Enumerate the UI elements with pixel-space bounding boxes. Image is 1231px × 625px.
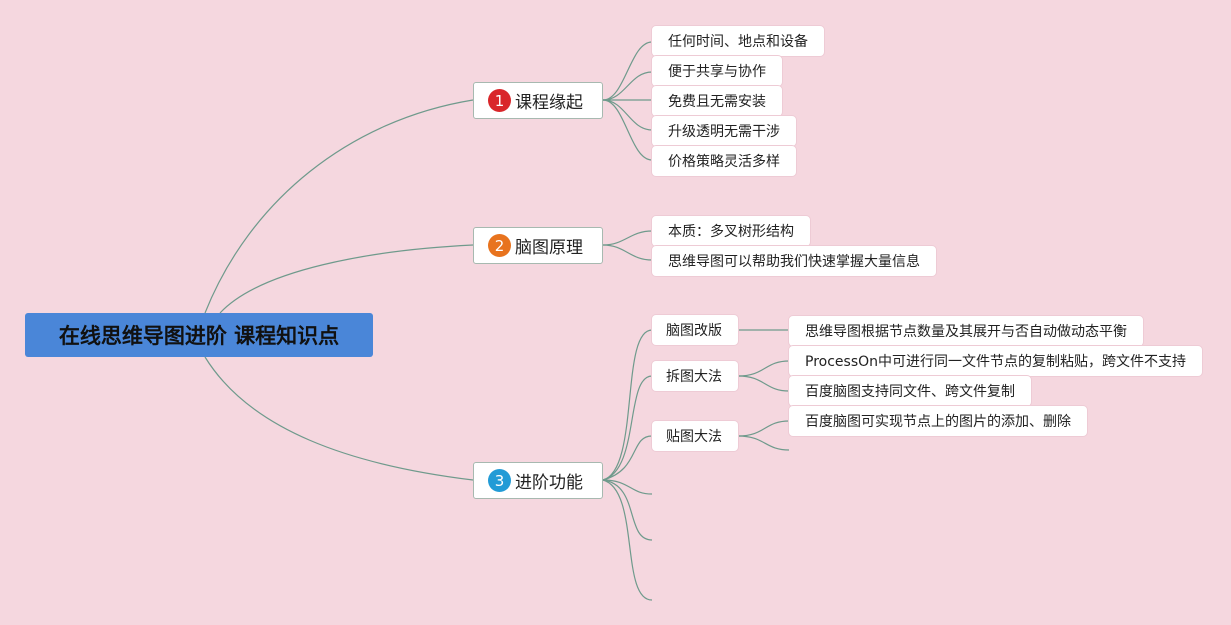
subtopic-paste-image[interactable]: 贴图大法 bbox=[652, 421, 738, 451]
branch-course-origin[interactable]: 1 课程缘起 bbox=[473, 82, 603, 119]
connector-root-b2 bbox=[219, 244, 474, 314]
connector-b3-e1 bbox=[602, 479, 653, 495]
detail-label: 思维导图根据节点数量及其展开与否自动做动态平衡 bbox=[805, 324, 1127, 340]
connector-b3-s2 bbox=[602, 375, 653, 481]
number-1-icon: 1 bbox=[488, 89, 511, 112]
detail-item[interactable]: 百度脑图支持同文件、跨文件复制 bbox=[789, 376, 1031, 406]
subtopic-mindmap-revision[interactable]: 脑图改版 bbox=[652, 315, 738, 345]
connector-b1-l5 bbox=[602, 99, 653, 161]
root-topic-label: 在线思维导图进阶 课程知识点 bbox=[58, 324, 340, 348]
leaf-label: 本质：多叉树形结构 bbox=[668, 224, 794, 240]
leaf-label: 便于共享与协作 bbox=[668, 64, 766, 80]
leaf-label: 思维导图可以帮助我们快速掌握大量信息 bbox=[668, 254, 920, 270]
number-2-icon: 2 bbox=[488, 234, 511, 257]
branch-mindmap-principle[interactable]: 2 脑图原理 bbox=[473, 227, 603, 264]
detail-label: 百度脑图支持同文件、跨文件复制 bbox=[805, 384, 1015, 400]
leaf-item[interactable]: 升级透明无需干涉 bbox=[652, 116, 796, 146]
subtopic-split-map[interactable]: 拆图大法 bbox=[652, 361, 738, 391]
root-topic[interactable]: 在线思维导图进阶 课程知识点 bbox=[25, 313, 373, 357]
connector-s2-d2 bbox=[737, 375, 790, 392]
connector-b3-e3 bbox=[602, 479, 653, 601]
connector-s3-d1 bbox=[737, 420, 790, 437]
detail-item[interactable]: 思维导图根据节点数量及其展开与否自动做动态平衡 bbox=[789, 316, 1143, 346]
connector-b2-l1 bbox=[602, 230, 653, 246]
detail-item[interactable]: ProcessOn中可进行同一文件节点的复制粘贴，跨文件不支持 bbox=[789, 346, 1202, 376]
leaf-label: 价格策略灵活多样 bbox=[668, 154, 780, 170]
subtopic-label: 拆图大法 bbox=[666, 369, 722, 385]
leaf-item[interactable]: 价格策略灵活多样 bbox=[652, 146, 796, 176]
subtopic-label: 贴图大法 bbox=[666, 429, 722, 445]
branch-label: 脑图原理 bbox=[515, 238, 583, 258]
leaf-item[interactable]: 便于共享与协作 bbox=[652, 56, 782, 86]
connector-s3-e1 bbox=[737, 435, 790, 451]
leaf-item[interactable]: 思维导图可以帮助我们快速掌握大量信息 bbox=[652, 246, 936, 276]
leaf-item[interactable]: 任何时间、地点和设备 bbox=[652, 26, 824, 56]
detail-label: 百度脑图可实现节点上的图片的添加、删除 bbox=[805, 414, 1071, 430]
leaf-item[interactable]: 本质：多叉树形结构 bbox=[652, 216, 810, 246]
connector-b1-l2 bbox=[602, 71, 653, 101]
leaf-label: 免费且无需安装 bbox=[668, 94, 766, 110]
branch-label: 课程缘起 bbox=[515, 93, 583, 113]
connector-s2-d1 bbox=[737, 360, 790, 377]
branch-label: 进阶功能 bbox=[515, 473, 583, 493]
number-3-icon: 3 bbox=[488, 469, 511, 492]
connector-root-b3 bbox=[204, 356, 474, 481]
connector-b3-s3 bbox=[602, 435, 653, 481]
connector-b1-l4 bbox=[602, 99, 653, 131]
connector-b3-s1 bbox=[602, 329, 653, 481]
connector-b3-e2 bbox=[602, 479, 653, 541]
connector-root-b1 bbox=[204, 99, 474, 314]
leaf-label: 任何时间、地点和设备 bbox=[668, 34, 808, 50]
connector-b2-l2 bbox=[602, 244, 653, 261]
detail-item[interactable]: 百度脑图可实现节点上的图片的添加、删除 bbox=[789, 406, 1087, 436]
leaf-item[interactable]: 免费且无需安装 bbox=[652, 86, 782, 116]
branch-advanced-features[interactable]: 3 进阶功能 bbox=[473, 462, 603, 499]
connector-b1-l1 bbox=[602, 41, 653, 101]
leaf-label: 升级透明无需干涉 bbox=[668, 124, 780, 140]
subtopic-label: 脑图改版 bbox=[666, 323, 722, 339]
detail-label: ProcessOn中可进行同一文件节点的复制粘贴，跨文件不支持 bbox=[805, 354, 1186, 370]
